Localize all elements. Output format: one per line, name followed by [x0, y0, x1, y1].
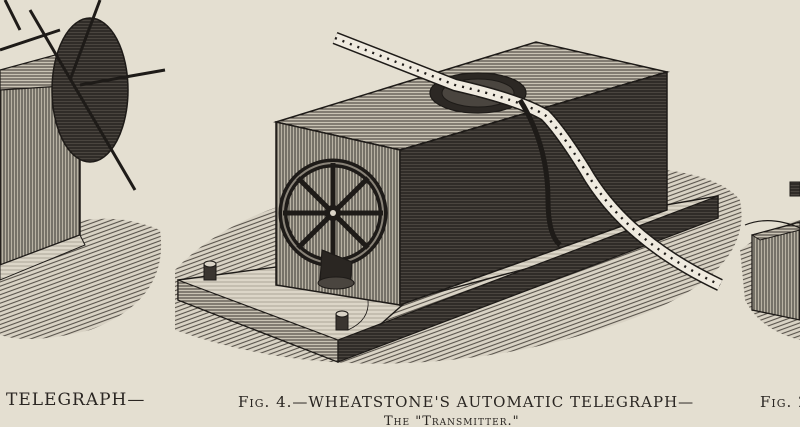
paper-tape	[332, 31, 723, 291]
figure-subcaption: The "Transmitter."	[384, 414, 520, 427]
terminal-post-front	[335, 310, 349, 331]
caption-left-fragment: TELEGRAPH—	[6, 390, 146, 410]
spoked-wheel	[278, 158, 388, 290]
caption-right-fragment: Fig. 2	[760, 393, 800, 411]
left-partial-device	[0, 0, 166, 281]
right-partial-device	[744, 181, 800, 321]
terminal-post-left	[203, 260, 217, 281]
wire	[347, 299, 369, 331]
figure-caption: Fig. 4.—WHEATSTONE'S AUTOMATIC TELEGRAPH…	[238, 393, 695, 411]
